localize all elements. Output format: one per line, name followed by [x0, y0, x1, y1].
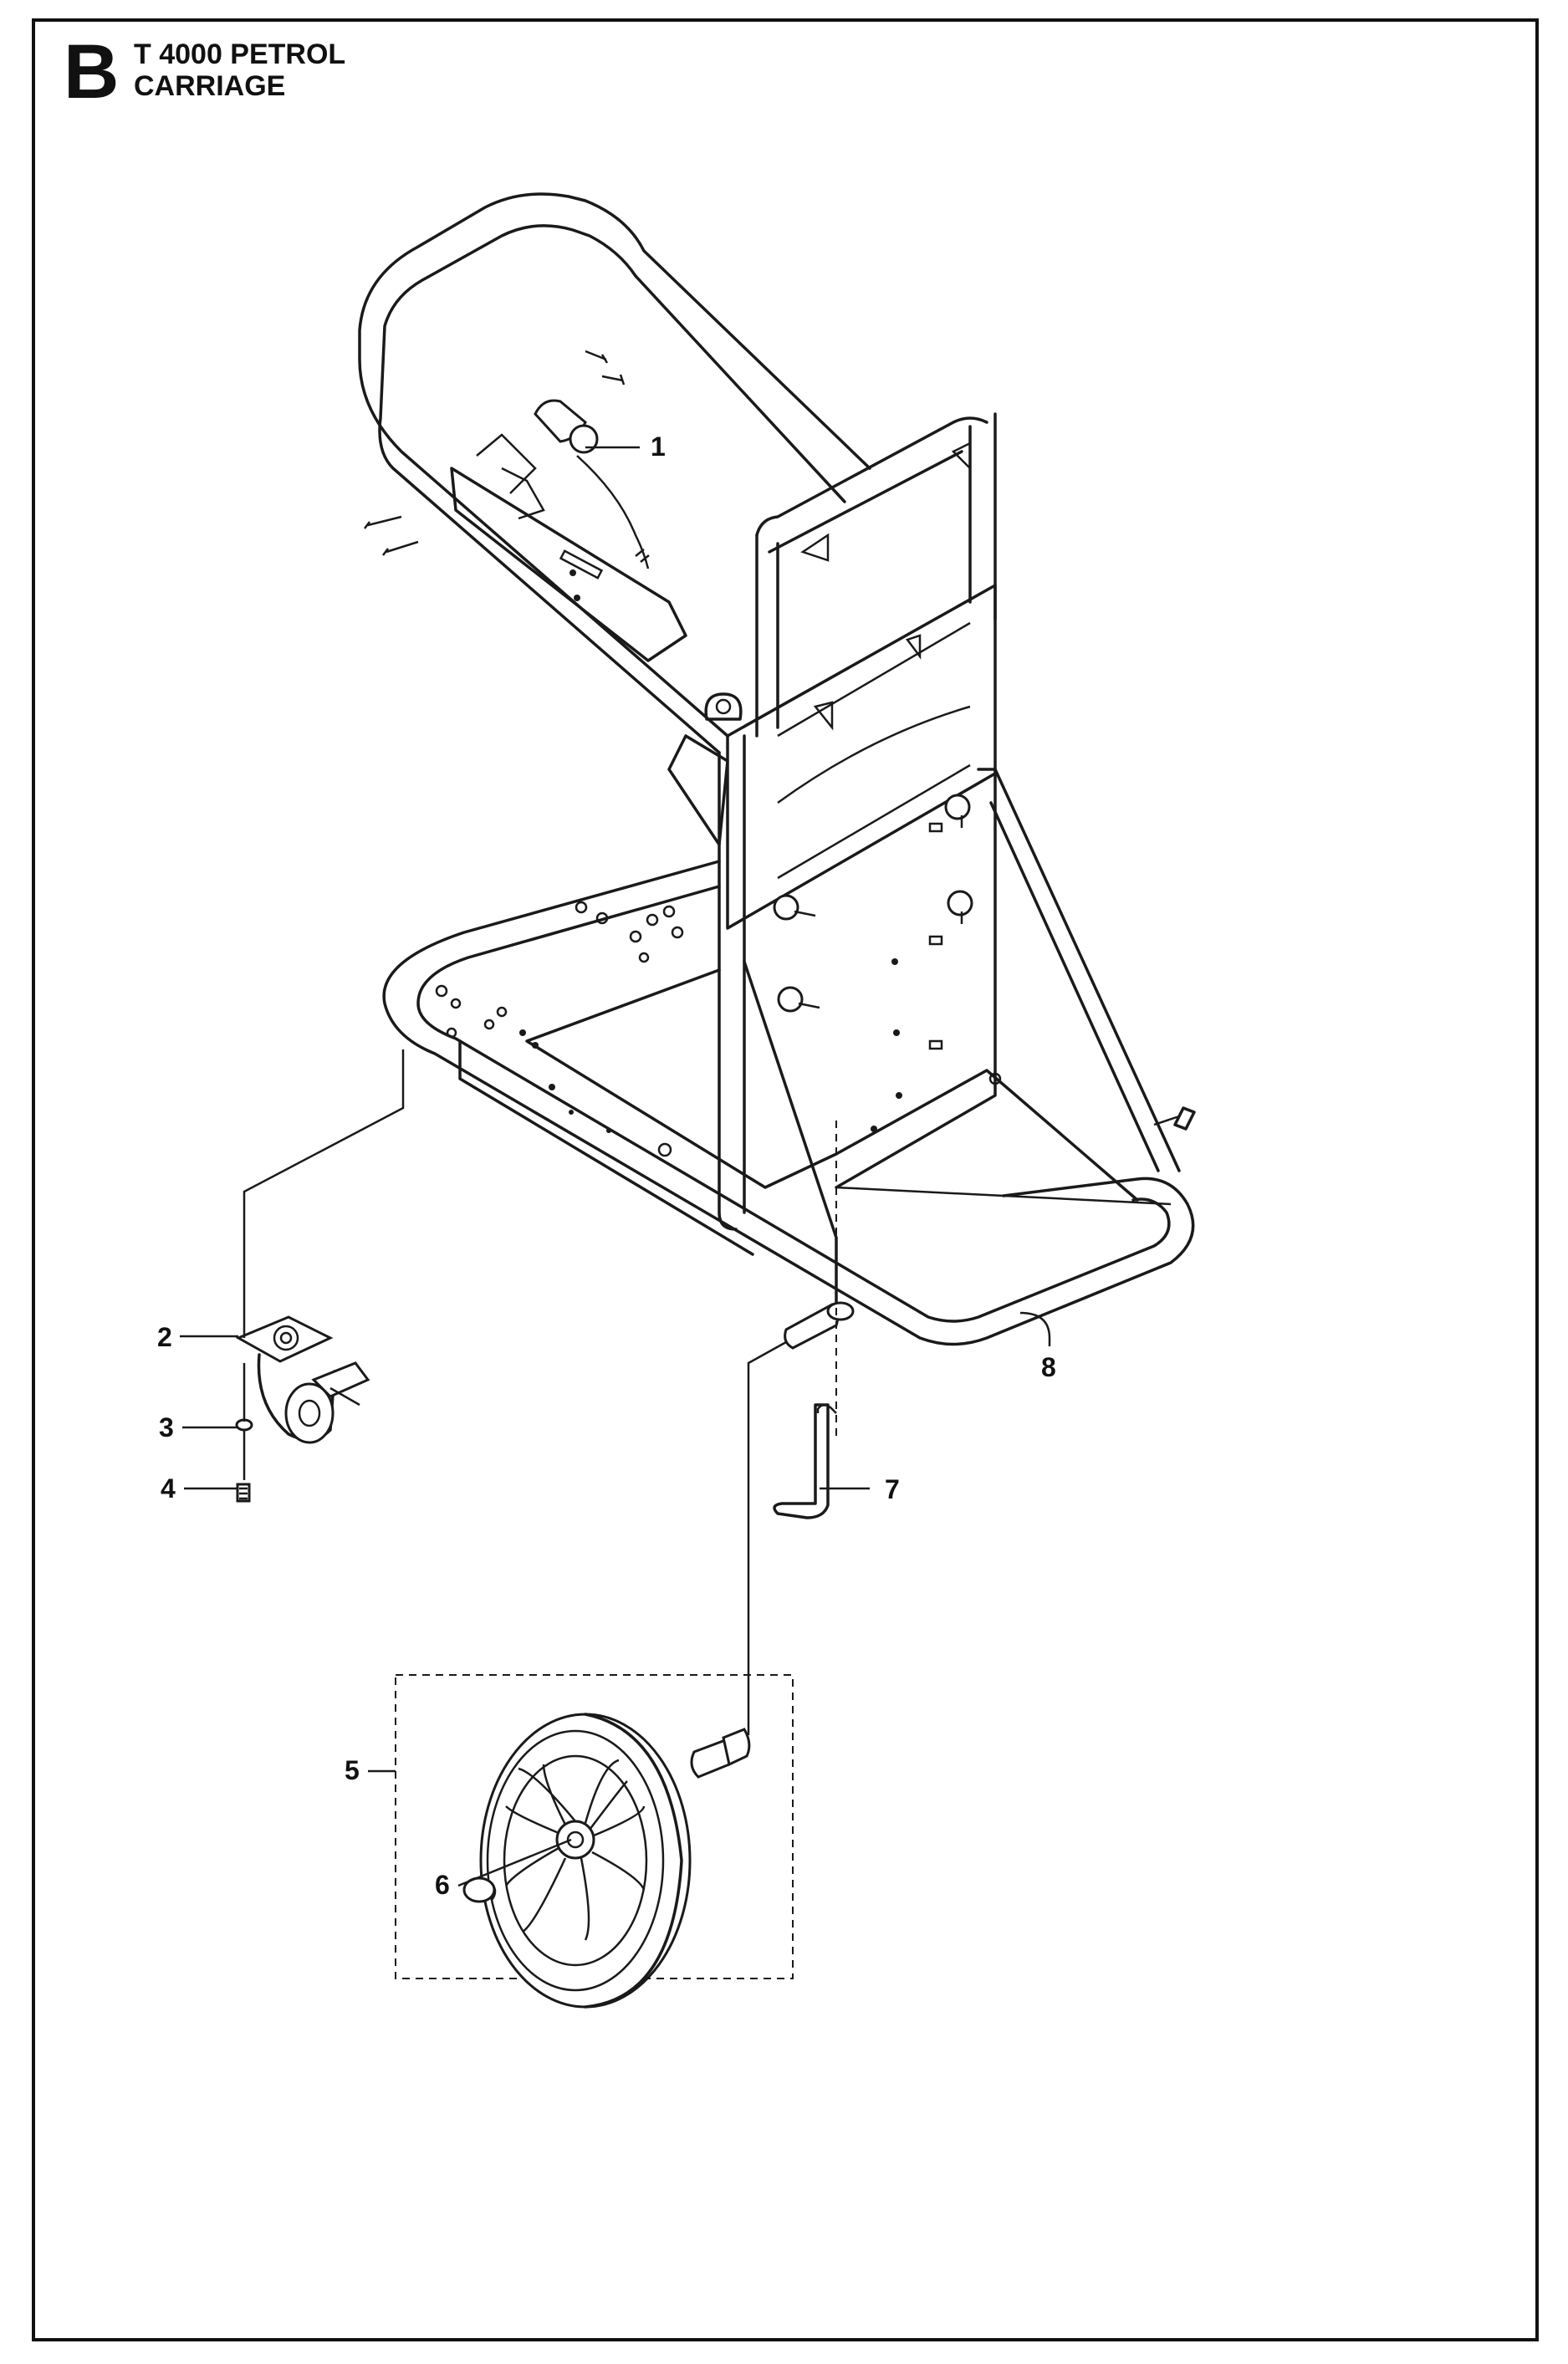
part-5-wheel: [479, 1713, 751, 2009]
callout-1: 1: [651, 431, 666, 462]
panel-bolts: [773, 794, 973, 1099]
caster-assembly-line: [243, 1049, 405, 1338]
callout-labels: 1 2 3 4 5 6 7 8: [157, 431, 1056, 1900]
callout-6: 6: [435, 1870, 450, 1900]
callout-8: 8: [1041, 1352, 1056, 1382]
axle-leader: [747, 1340, 787, 1735]
part-2-caster: [235, 1315, 370, 1444]
base-bolts: [435, 901, 1002, 1157]
title-block: T 4000 PETROL CARRIAGE: [134, 38, 345, 102]
carriage-frame: [358, 192, 1196, 1350]
part-4-screw: [236, 1483, 251, 1503]
callout-4: 4: [161, 1473, 176, 1504]
section-letter: B: [64, 29, 120, 115]
axle-stub: [784, 1301, 855, 1350]
callout-leaders: [180, 446, 1051, 1887]
page-frame: [32, 18, 1539, 2341]
callout-2: 2: [157, 1322, 172, 1352]
callout-3: 3: [159, 1412, 174, 1442]
model-title: T 4000 PETROL: [134, 38, 346, 70]
part-7-stand: [773, 1403, 837, 1519]
assembly-title: CARRIAGE: [134, 70, 286, 102]
callout-7: 7: [885, 1474, 900, 1504]
callout-5: 5: [345, 1755, 360, 1785]
